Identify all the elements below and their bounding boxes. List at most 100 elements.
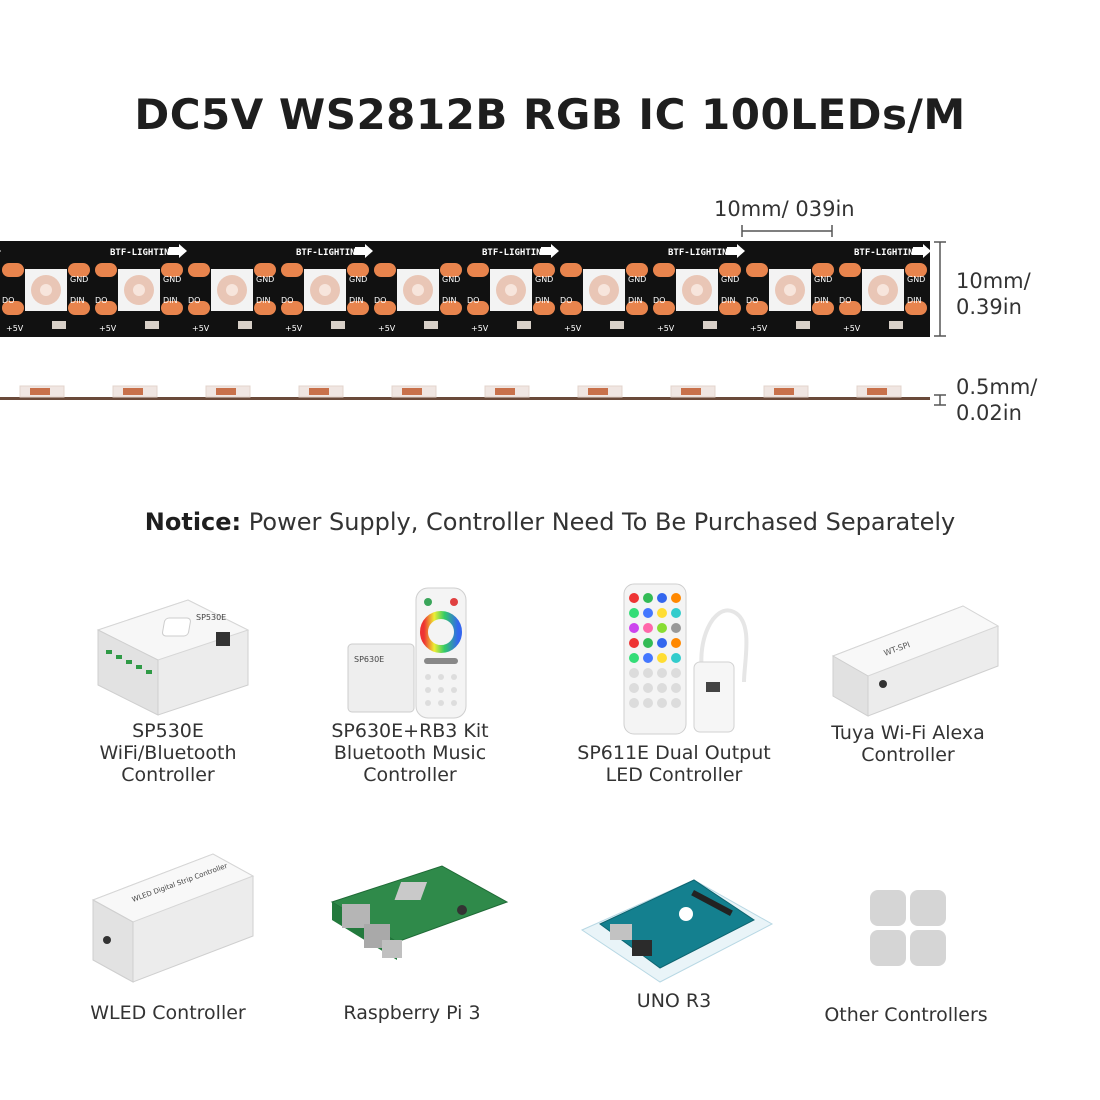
remote-button [629, 683, 639, 693]
sp530e-controller-image: SP530E [96, 599, 250, 716]
led-die [505, 284, 517, 296]
remote-button [629, 668, 639, 678]
solder-pad [626, 263, 648, 277]
led-die [226, 284, 238, 296]
remote-button [629, 623, 639, 633]
width-line1: 10mm/ [956, 269, 1031, 293]
thickness-line1: 0.5mm/ [956, 375, 1038, 399]
resistor [424, 321, 438, 329]
resistor [703, 321, 717, 329]
solder-pad [188, 263, 210, 277]
remote-button [629, 608, 639, 618]
remote-button [657, 608, 667, 618]
remote-button [643, 683, 653, 693]
product-label-line1: UNO R3 [636, 990, 712, 1012]
led-die [784, 284, 796, 296]
solder-pad [2, 301, 24, 315]
pin-label-din: DIN [721, 296, 736, 305]
solder-pad [533, 263, 555, 277]
brand-text: BTF-LIGHTING [110, 248, 175, 258]
solder-pad [347, 301, 369, 315]
solder-pad [839, 301, 861, 315]
pin-label-power: +5V [378, 324, 396, 333]
product-raspberry-pi: Raspberry Pi 3 [312, 852, 512, 1024]
pin-label-gnd: GND [535, 275, 553, 284]
led-side-die [309, 388, 329, 395]
pin-label-power: +5V [285, 324, 303, 333]
solder-pad [281, 263, 303, 277]
product-tuya-wifi-alexa: WT-SPI Tuya Wi-Fi Alexa Controller [808, 596, 1008, 766]
led-die [877, 284, 889, 296]
remote-button [643, 638, 653, 648]
thickness-dimension-label: 0.5mm/ 0.02in [956, 374, 1037, 426]
resistor [238, 321, 252, 329]
pin-label-power: +5V [750, 324, 768, 333]
led-die [691, 284, 703, 296]
led-strip-graphic: GND DIN DO +5V GND DIN DO +5V BTF-LIGHTING GND DIN… [0, 244, 930, 333]
sp530e-device-text: SP530E [196, 613, 226, 622]
remote-button [671, 608, 681, 618]
pin-label-gnd: GND [814, 275, 832, 284]
pin-label-gnd: GND [256, 275, 274, 284]
pin-label-do: DO [560, 296, 572, 305]
resistor [517, 321, 531, 329]
sp630e-rb3-kit-image: SP630E [347, 587, 467, 719]
sp611e-controller-image [623, 583, 749, 735]
pin-label-din: DIN [163, 296, 178, 305]
product-other-controllers: Other Controllers [806, 880, 1006, 1026]
product-label-line2: WiFi/Bluetooth [99, 742, 237, 764]
led-side-die [681, 388, 701, 395]
thickness-dimension-line [934, 394, 946, 406]
pin-label-do: DO [188, 296, 200, 305]
pin-label-din: DIN [814, 296, 829, 305]
led-side-die [495, 388, 515, 395]
resistor [331, 321, 345, 329]
arrow-icon [355, 244, 373, 258]
remote-button [643, 608, 653, 618]
remote-button [657, 623, 667, 633]
solder-pad [905, 263, 927, 277]
arrow-icon [913, 244, 930, 258]
pin-label-din: DIN [70, 296, 85, 305]
pin-label-power: +5V [99, 324, 117, 333]
led-side-die [774, 388, 794, 395]
solder-pad [905, 301, 927, 315]
led-die [412, 284, 424, 296]
solder-pad [653, 263, 675, 277]
led-die [40, 284, 52, 296]
solder-pad [560, 301, 582, 315]
pin-label-do: DO [839, 296, 851, 305]
pin-label-gnd: GND [907, 275, 925, 284]
brand-text: BTF-LIGHTING [668, 248, 733, 258]
pin-label-power: +5V [192, 324, 210, 333]
arrow-icon [169, 244, 187, 258]
remote-button [643, 653, 653, 663]
pin-label-gnd: GND [349, 275, 367, 284]
led-die [598, 284, 610, 296]
solder-pad [347, 263, 369, 277]
solder-pad [467, 301, 489, 315]
remote-button [643, 698, 653, 708]
solder-pad [2, 263, 24, 277]
resistor [796, 321, 810, 329]
remote-button [629, 653, 639, 663]
led-side-die [867, 388, 887, 395]
solder-pad [374, 301, 396, 315]
led-side-die [402, 388, 422, 395]
remote-button [671, 593, 681, 603]
solder-pad [281, 301, 303, 315]
led-side-die [123, 388, 143, 395]
solder-pad [68, 301, 90, 315]
arrow-icon [727, 244, 745, 258]
product-label-line1: SP530E [132, 720, 204, 742]
solder-pad [812, 263, 834, 277]
product-sp530e: SP530E SP530E WiFi/Bluetooth Controller [58, 590, 278, 786]
pin-label-do: DO [2, 296, 14, 305]
solder-pad [746, 301, 768, 315]
pin-label-power: +5V [657, 324, 675, 333]
solder-pad [719, 301, 741, 315]
solder-pad [533, 301, 555, 315]
pin-label-power: +5V [843, 324, 861, 333]
solder-pad [839, 263, 861, 277]
pin-label-gnd: GND [70, 275, 88, 284]
